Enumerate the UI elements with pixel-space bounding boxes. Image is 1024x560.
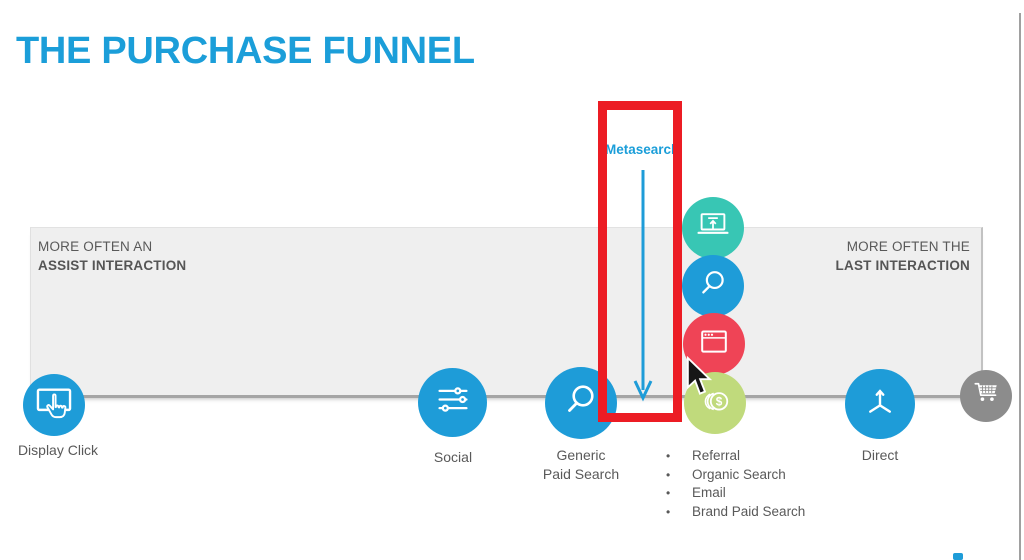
metasearch-label: Metasearch [605, 142, 680, 157]
social-label: Social [433, 449, 473, 465]
direct-circle [845, 369, 915, 439]
mouse-cursor-icon [686, 355, 713, 401]
partial-logo-fragment [953, 553, 963, 560]
list-item-label: Referral [692, 448, 741, 463]
assist-interaction-text: MORE OFTEN AN ASSIST INTERACTION [38, 237, 186, 275]
last-touch-channel-list: • Referral • Organic Search • Email • Br… [666, 448, 805, 522]
list-item-label: Brand Paid Search [692, 503, 806, 519]
banner-click-icon [32, 381, 76, 430]
assist-line1: MORE OFTEN AN [38, 239, 153, 254]
list-item: • Brand Paid Search [666, 504, 805, 523]
search-icon [692, 263, 734, 310]
player-edge-line [1019, 13, 1021, 560]
dollar-symbol: $ [716, 394, 723, 408]
generic-label-line2: Paid Search [542, 466, 620, 482]
coins-icon: $ [694, 380, 736, 427]
purchase-cart-circle [960, 370, 1012, 422]
list-item: • Organic Search [666, 467, 805, 486]
display-click-circle [23, 374, 85, 436]
metasearch-laptop-circle [682, 197, 744, 259]
display-click-label: Display Click [17, 442, 99, 458]
last-line1: MORE OFTEN THE [846, 239, 970, 254]
sliders-icon [430, 377, 476, 428]
bullet-icon: • [666, 486, 671, 500]
last-interaction-text: MORE OFTEN THE LAST INTERACTION [836, 237, 970, 275]
bullet-icon: • [666, 467, 671, 482]
magnifier-icon [557, 377, 605, 430]
red-annotation-box [598, 101, 682, 422]
metasearch-down-arrow [632, 169, 654, 407]
list-item: • Referral [666, 448, 805, 467]
branch-arrow-icon [857, 379, 903, 430]
generic-label-line1: Generic [556, 447, 606, 463]
bullet-icon: • [666, 504, 671, 519]
assist-line2: ASSIST INTERACTION [38, 258, 187, 273]
social-circle [418, 368, 487, 437]
interaction-band [30, 227, 983, 398]
metasearch-search-circle [682, 255, 744, 317]
direct-label: Direct [861, 447, 899, 463]
last-line2: LAST INTERACTION [835, 258, 970, 273]
browser-window-icon [693, 321, 735, 368]
list-item: • Email [666, 485, 805, 504]
list-item-label: Organic Search [692, 466, 786, 482]
bullet-icon: • [666, 449, 671, 463]
laptop-upload-icon [692, 205, 734, 252]
generic-paid-search-label: Generic Paid Search [520, 446, 642, 484]
page-title: THE PURCHASE FUNNEL [16, 30, 475, 72]
cart-icon [967, 375, 1005, 418]
list-item-label: Email [692, 485, 726, 500]
